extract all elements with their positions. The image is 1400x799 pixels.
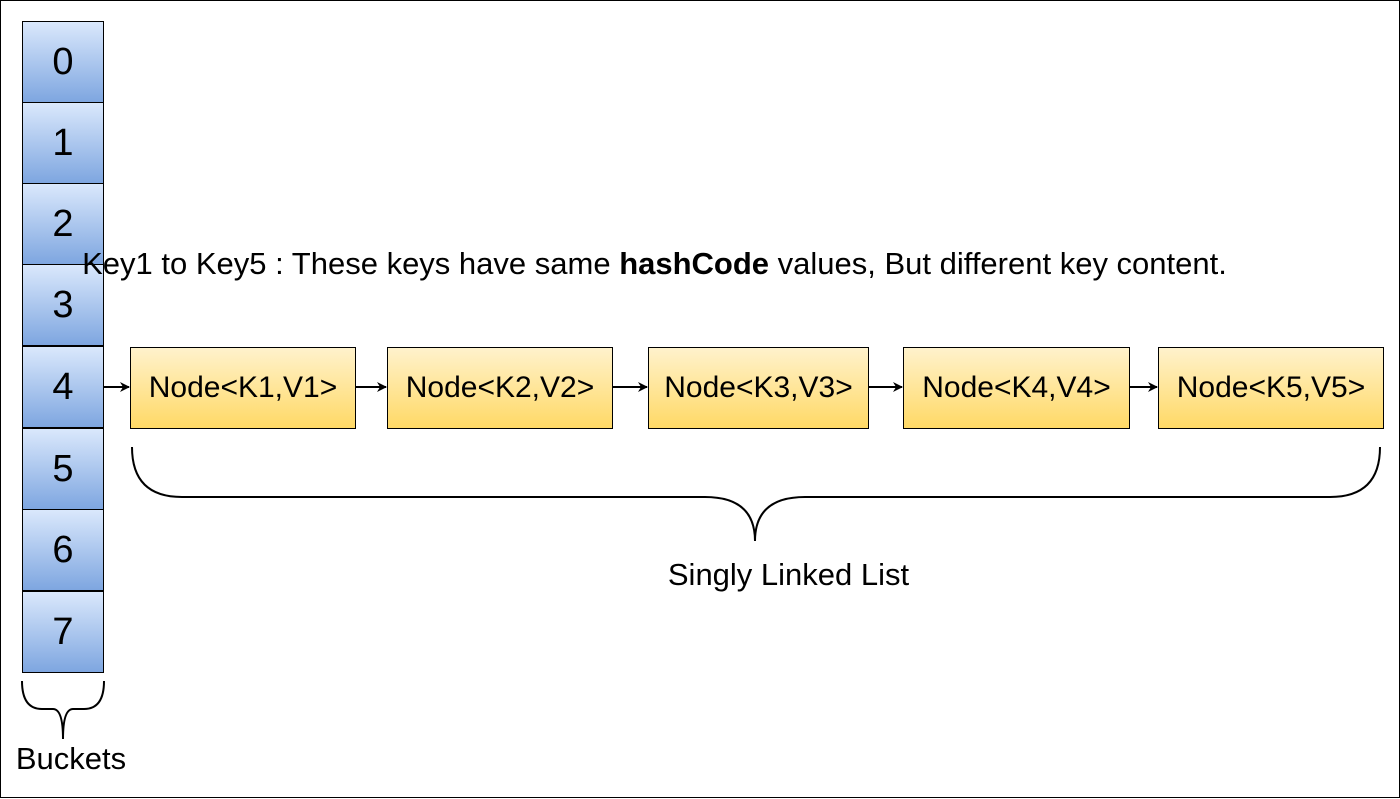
bucket-0: 0 — [22, 21, 104, 103]
node-k2-v2: Node<K2,V2> — [387, 347, 613, 429]
node-k4-v4: Node<K4,V4> — [903, 347, 1130, 429]
bucket-4: 4 — [22, 346, 104, 428]
linked-list-brace — [131, 446, 1381, 542]
node-k1-v1: Node<K1,V1> — [130, 347, 356, 429]
bucket-2: 2 — [22, 183, 104, 265]
hashcode-caption: Key1 to Key5 : These keys have same hash… — [1, 246, 1400, 282]
bucket-7: 7 — [22, 591, 104, 673]
node-k5-v5: Node<K5,V5> — [1158, 347, 1384, 429]
bucket-5: 5 — [22, 428, 104, 510]
buckets-brace — [21, 680, 105, 740]
caption-emphasis: hashCode — [619, 246, 770, 281]
bucket-6: 6 — [22, 509, 104, 591]
bucket-1: 1 — [22, 102, 104, 184]
caption-suffix: values, But different key content. — [769, 246, 1227, 281]
node-k3-v3: Node<K3,V3> — [648, 347, 869, 429]
buckets-label: Buckets — [15, 741, 127, 776]
bucket-3: 3 — [22, 264, 104, 346]
caption-prefix: Key1 to Key5 : These keys have same — [82, 246, 620, 281]
singly-linked-list-label: Singly Linked List — [667, 557, 910, 592]
